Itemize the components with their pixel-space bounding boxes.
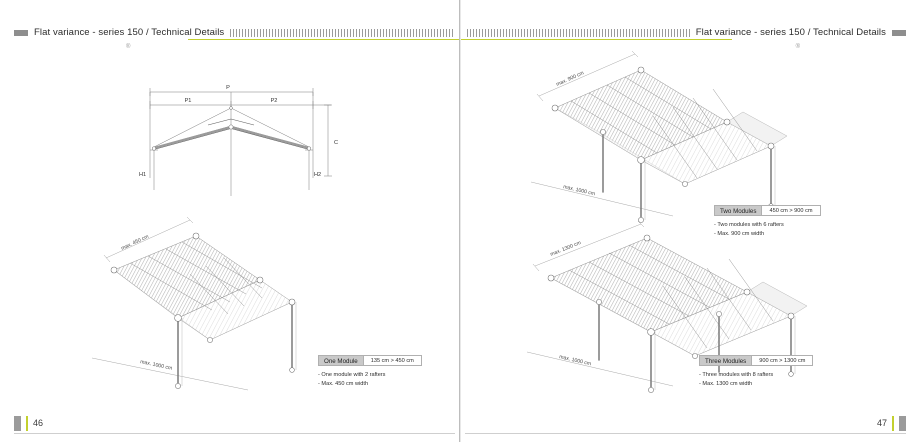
- dim-label-P: P: [226, 85, 230, 91]
- isometric-three-modules: max. 1300 cm max. 1000 cm: [523, 220, 843, 402]
- dim-two-width: max. 900 cm: [555, 70, 585, 88]
- header-accent-rule: [188, 39, 459, 40]
- header-left: Flat variance - series 150 / Technical D…: [14, 26, 453, 40]
- spec-bullet: - Max. 900 cm width: [714, 231, 765, 237]
- header-title: Flat variance - series 150 / Technical D…: [695, 27, 886, 39]
- spec-three-modules: Three Modules 900 cm > 1300 cm - Three m…: [699, 355, 829, 389]
- spec-two-modules: Two Modules 450 cm > 900 cm - Two module…: [714, 205, 836, 239]
- page-number: 47: [876, 417, 887, 428]
- footer-rule: [465, 433, 906, 434]
- dim-label-H1: H1: [139, 172, 146, 178]
- header-hatch-pattern: [467, 29, 690, 37]
- spec-title: Three Modules: [699, 355, 753, 366]
- spec-bullet: - Three modules with 8 rafters: [699, 372, 774, 378]
- footer-bar-icon: [899, 415, 906, 431]
- page-number: 46: [33, 417, 44, 428]
- isometric-one-module: max. 450 cm max. 1000 cm: [78, 216, 328, 398]
- spec-bullets: - Two modules with 6 rafters - Max. 900 …: [714, 221, 836, 239]
- dim-label-H2: H2: [314, 172, 321, 178]
- spec-one-module: One Module 135 cm > 450 cm - One module …: [318, 355, 430, 389]
- footer-bar-icon: [14, 415, 21, 431]
- footer-left: 46: [14, 414, 43, 432]
- isometric-two-modules: max. 900 cm max. 1000 cm: [530, 50, 831, 230]
- dim-three-width: max. 1300 cm: [550, 240, 582, 258]
- footer-accent-icon: [26, 415, 28, 431]
- dim-one-depth: max. 1000 cm: [140, 359, 173, 372]
- dim-label-C: C: [334, 140, 338, 146]
- registration-mark: ®: [126, 44, 131, 50]
- page-left: Flat variance - series 150 / Technical D…: [14, 0, 460, 442]
- spec-range: 135 cm > 450 cm: [363, 355, 422, 366]
- spec-title: One Module: [318, 355, 364, 366]
- spec-bullet: - Max. 1300 cm width: [699, 381, 753, 387]
- dim-label-P1: P1: [185, 98, 192, 104]
- header-title: Flat variance - series 150 / Technical D…: [34, 27, 225, 39]
- footer-accent-icon: [892, 415, 894, 431]
- dimension-diagram: P P1 P2 C H1 H2: [128, 78, 343, 198]
- spec-bullet: - Max. 450 cm width: [318, 381, 369, 387]
- spec-range: 900 cm > 1300 cm: [752, 355, 814, 366]
- spec-bullet: - One module with 2 rafters: [318, 372, 386, 378]
- spec-header: One Module 135 cm > 450 cm: [318, 355, 430, 366]
- footer-right: 47: [877, 414, 906, 432]
- header-accent-rule: [461, 39, 732, 40]
- spec-bullets: - One module with 2 rafters - Max. 450 c…: [318, 371, 430, 389]
- spec-bullets: - Three modules with 8 rafters - Max. 13…: [699, 371, 829, 389]
- dim-one-width: max. 450 cm: [120, 234, 149, 252]
- spec-header: Two Modules 450 cm > 900 cm: [714, 205, 836, 216]
- spec-title: Two Modules: [714, 205, 763, 216]
- dim-three-depth: max. 1000 cm: [559, 354, 592, 367]
- spec-bullet: - Two modules with 6 rafters: [714, 222, 784, 228]
- spec-range: 450 cm > 900 cm: [762, 205, 821, 216]
- dim-two-depth: max. 1000 cm: [563, 184, 596, 197]
- dim-label-P2: P2: [271, 98, 278, 104]
- header-block-icon: [14, 30, 28, 36]
- header-block-icon: [892, 30, 906, 36]
- spec-header: Three Modules 900 cm > 1300 cm: [699, 355, 829, 366]
- header-hatch-pattern: [230, 29, 453, 37]
- footer-rule: [14, 433, 455, 434]
- header-right: Flat variance - series 150 / Technical D…: [467, 26, 906, 40]
- page-right: Flat variance - series 150 / Technical D…: [460, 0, 920, 442]
- registration-mark: ®: [795, 44, 800, 50]
